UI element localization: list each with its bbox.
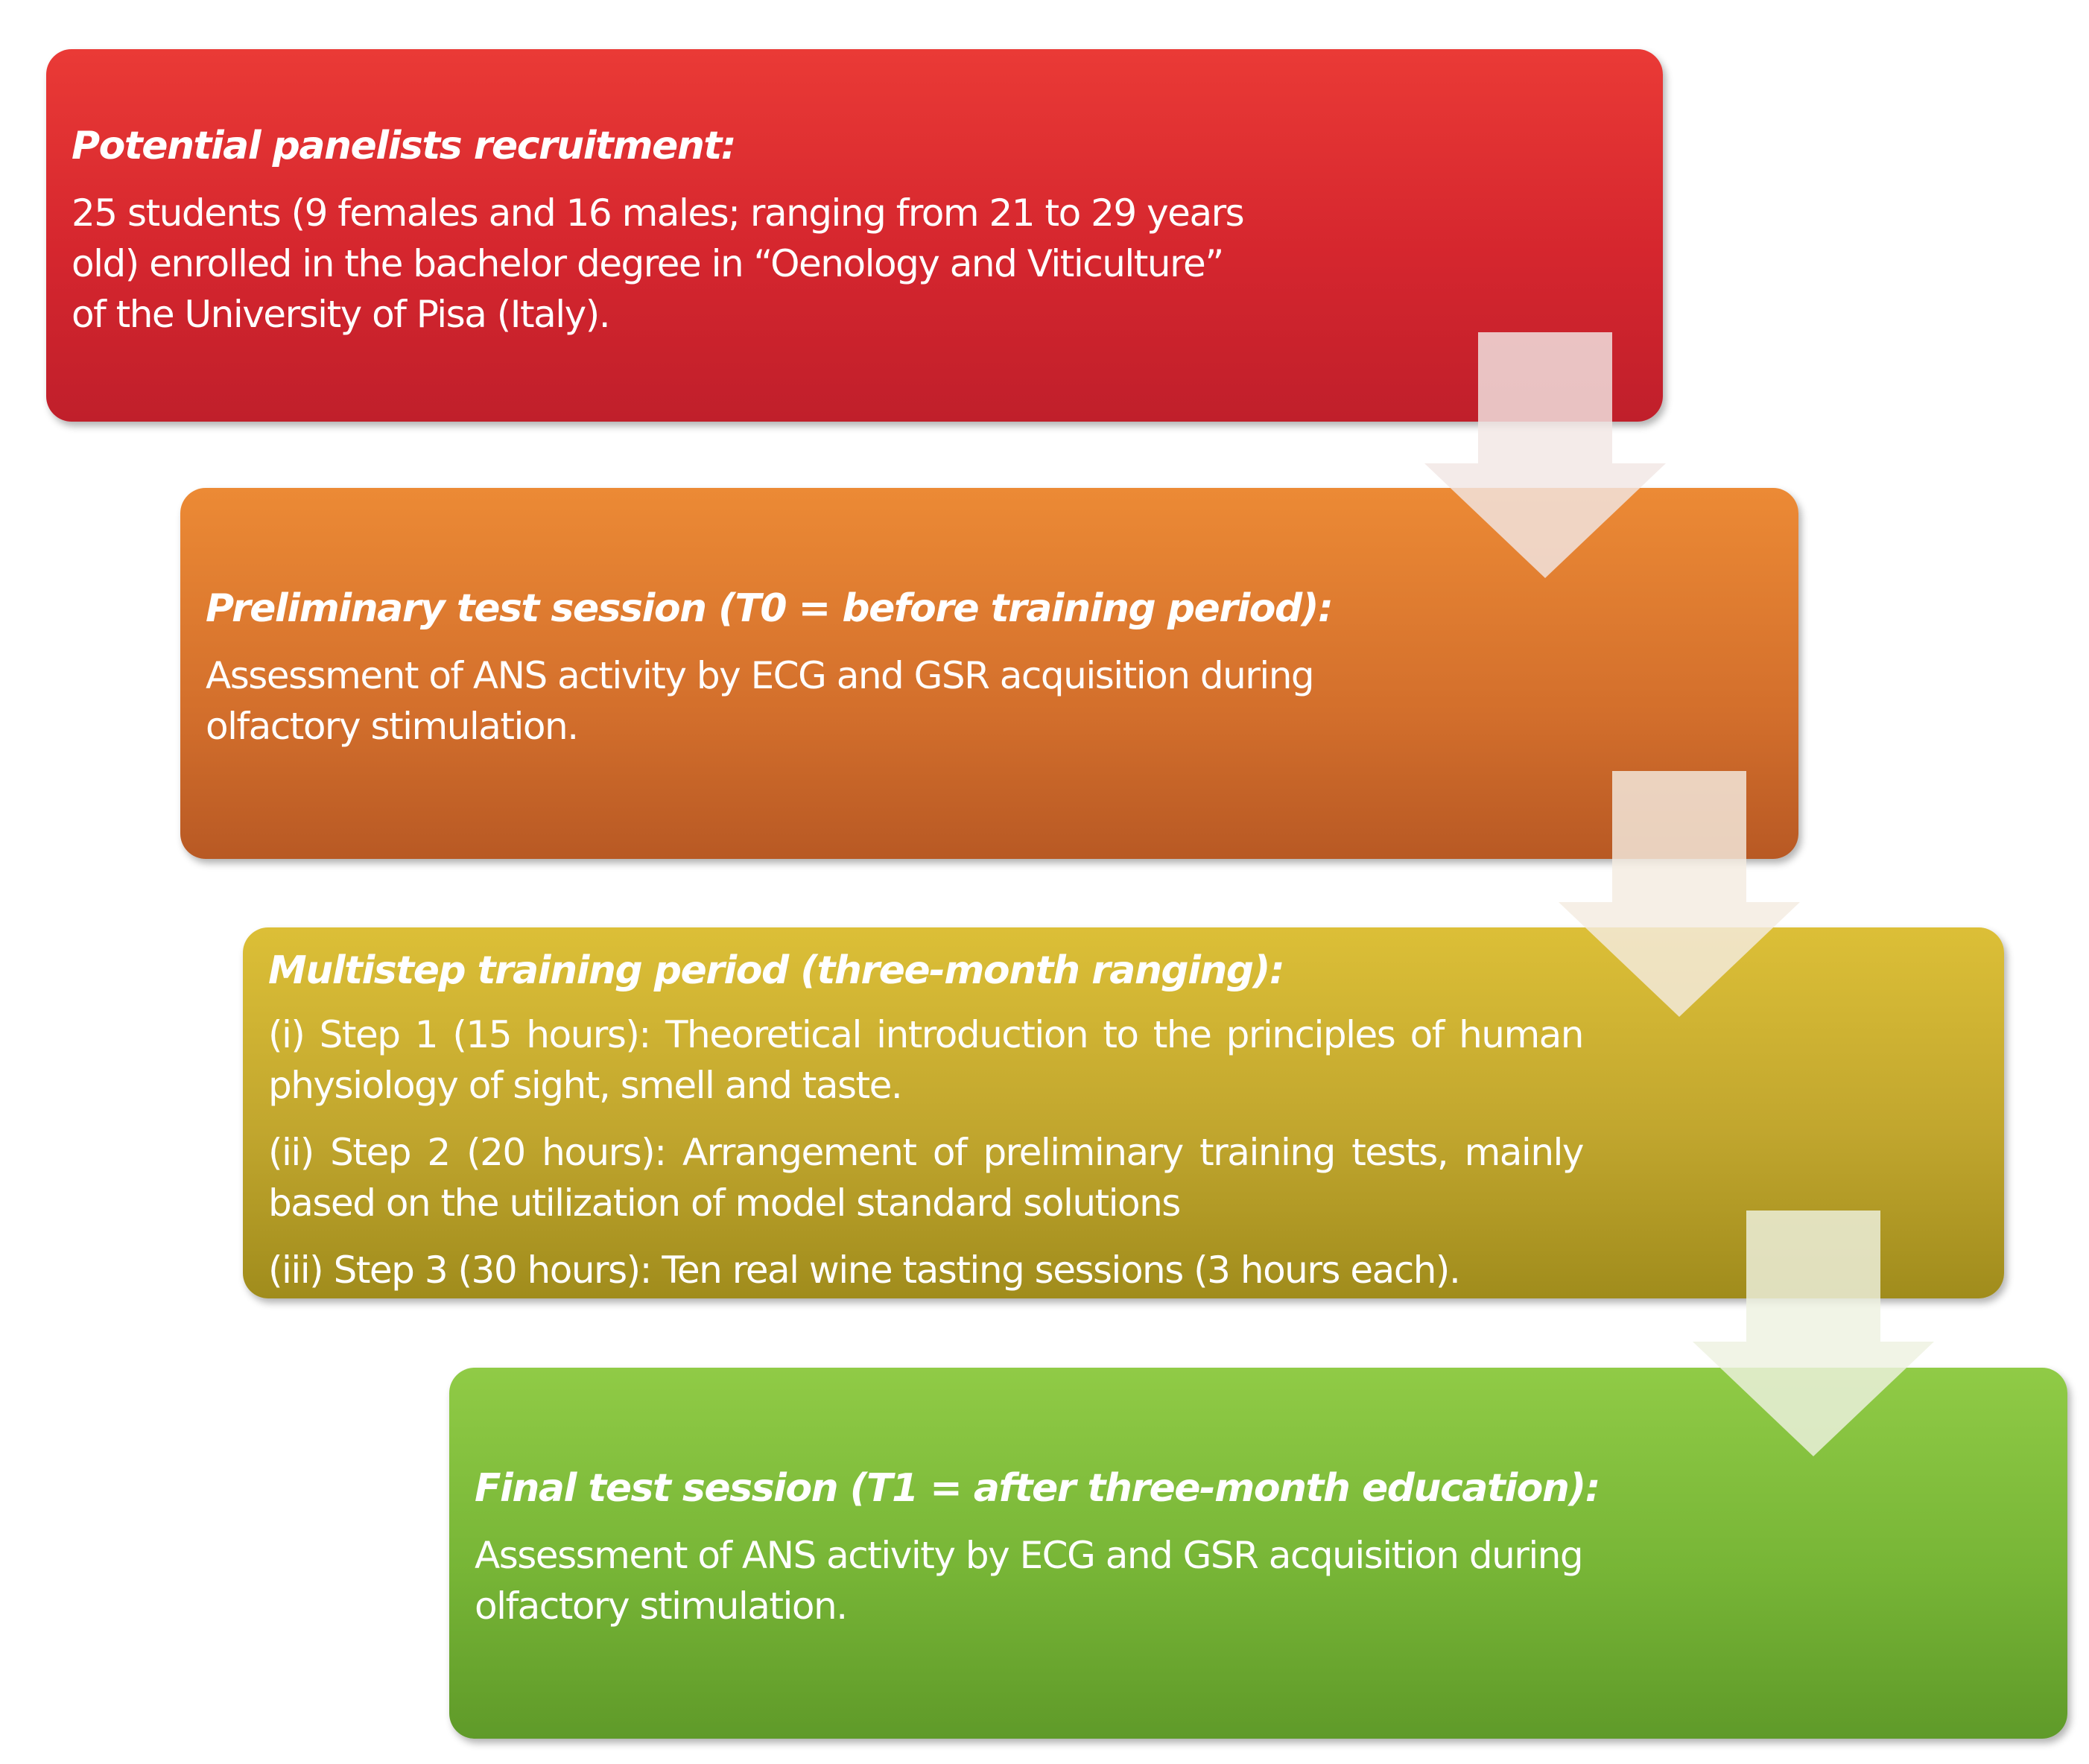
step-preliminary-test-body: Assessment of ANS activity by ECG and GS…: [206, 654, 1315, 748]
down-arrow-icon: [1424, 332, 1666, 578]
down-arrow-icon: [1693, 1211, 1934, 1456]
step-recruitment-body: 25 students (9 females and 16 males; ran…: [72, 191, 1245, 336]
training-step-2: (ii) Step 2 (20 hours): Arrangement of p…: [268, 1131, 1585, 1225]
step-preliminary-test-title: Preliminary test session (T0 = before tr…: [206, 586, 1334, 631]
training-step-3: (iii) Step 3 (30 hours): Ten real wine t…: [268, 1249, 1461, 1292]
step-recruitment-title: Potential panelists recruitment:: [72, 124, 737, 168]
step-final-test-title: Final test session (T1 = after three-mon…: [475, 1466, 1600, 1511]
step-recruitment-box: Potential panelists recruitment: 25 stud…: [46, 49, 1663, 422]
down-arrow-icon: [1559, 771, 1800, 1017]
training-step-1: (i) Step 1 (15 hours): Theoretical intro…: [268, 1013, 1585, 1107]
step-training-box: Multistep training period (three-month r…: [243, 927, 2004, 1298]
step-final-test-body: Assessment of ANS activity by ECG and GS…: [475, 1534, 1584, 1628]
step-training-title: Multistep training period (three-month r…: [268, 948, 1285, 993]
step-final-test-box: Final test session (T1 = after three-mon…: [449, 1368, 2067, 1739]
